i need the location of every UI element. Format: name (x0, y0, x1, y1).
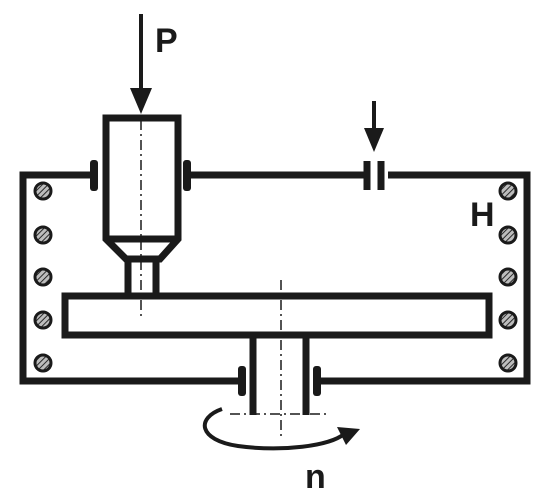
pin-specimen (124, 255, 160, 300)
heater-coil-left-5 (33, 353, 53, 373)
rotating-disk (61, 292, 493, 339)
heater-coil-right-5 (498, 353, 518, 373)
inlet-arrow-head (364, 128, 384, 152)
heater-coil-right-1 (498, 181, 518, 201)
load-arrow (130, 14, 152, 114)
drive-shaft (249, 335, 310, 415)
heater-coil-right-4 (498, 310, 518, 330)
pin-holder (102, 114, 182, 300)
shaft-seals (238, 366, 321, 396)
heater-coil-left-4 (33, 310, 53, 330)
rotation-arrow (202, 407, 360, 451)
load-label: P (155, 22, 178, 60)
center-lines (140, 120, 330, 440)
heater-elements (33, 181, 518, 373)
inlet-port (363, 101, 385, 190)
chamber-housing (19, 171, 531, 385)
heater-coil-right-3 (498, 267, 518, 287)
chamber-left-wall (19, 171, 242, 385)
heater-coil-left-1 (33, 181, 53, 201)
shaft-seal-right (313, 366, 321, 396)
heater-coil-left-3 (33, 267, 53, 287)
seal-left (90, 160, 98, 191)
seal-right (183, 160, 191, 191)
heater-coil-left-2 (33, 225, 53, 245)
rotation-label: n (305, 458, 326, 496)
chamber-right-wall (316, 171, 531, 385)
shaft-seal-left (238, 366, 246, 396)
heater-label: H (470, 196, 495, 234)
heater-coil-right-2 (498, 225, 518, 245)
pin-seals (90, 160, 191, 191)
